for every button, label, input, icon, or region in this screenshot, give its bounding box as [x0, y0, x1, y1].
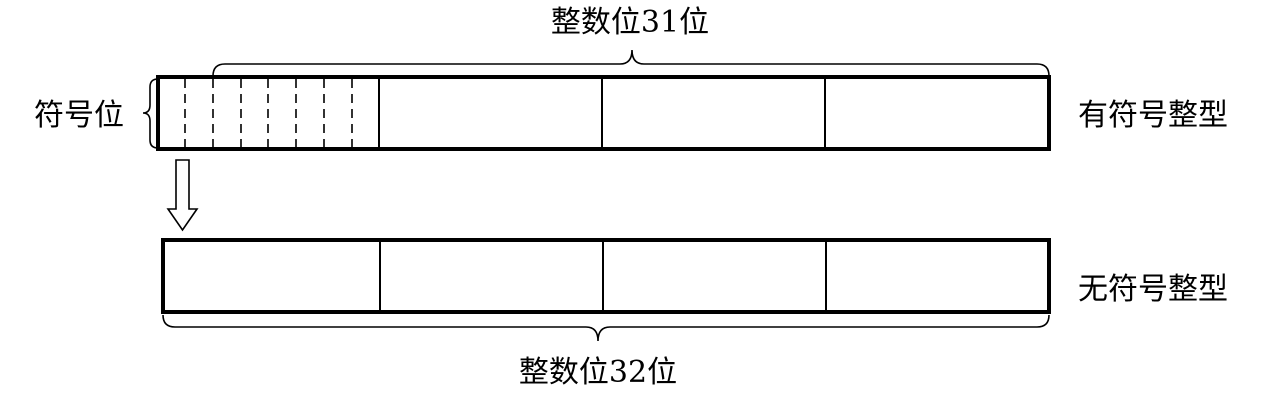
sign-bit-label: 符号位 [34, 98, 124, 133]
signed-int-label: 有符号整型 [1078, 98, 1228, 133]
unsigned-register-outline [161, 238, 1051, 314]
brace-bottom [162, 314, 1050, 342]
brace-sign-bit [142, 78, 159, 149]
signed-register-outline [156, 75, 1051, 151]
down-arrow-icon [166, 159, 199, 232]
signed-register [156, 75, 1051, 151]
integer-bits-32-label: 整数位32位 [519, 355, 677, 390]
unsigned-register [161, 238, 1051, 314]
bit-dividers [184, 79, 353, 147]
unsigned-int-label: 无符号整型 [1078, 272, 1228, 307]
brace-top [212, 49, 1050, 77]
integer-bits-31-label: 整数位31位 [551, 5, 709, 40]
